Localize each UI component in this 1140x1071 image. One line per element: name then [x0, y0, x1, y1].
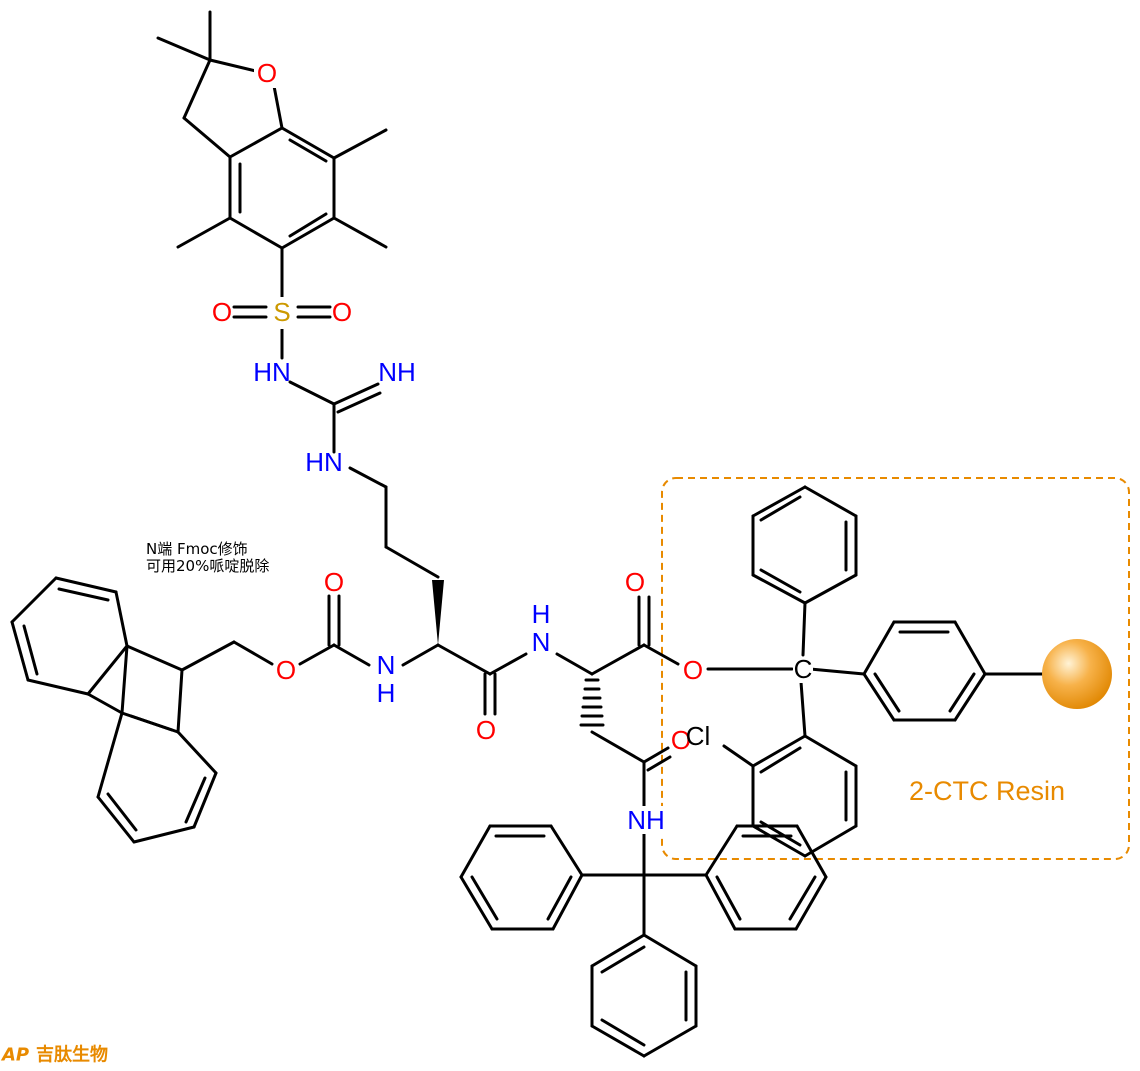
- asn-hashed-bond: [579, 678, 605, 727]
- atom-n-arg-alpha: N: [377, 650, 396, 680]
- atom-nh-imine: NH: [378, 357, 416, 387]
- trityl-group: [459, 824, 828, 1058]
- atom-o-side-amide: O: [671, 725, 691, 755]
- fmoc-annotation: N端 Fmoc修饰 可用20%哌啶脱除: [146, 541, 269, 575]
- atom-o-carbamate-ester: O: [276, 655, 296, 685]
- fmoc-annotation-line1: N端 Fmoc修饰: [146, 540, 248, 558]
- atom-nh-side-amide: NH: [627, 805, 665, 835]
- atom-o-arg-carbonyl: O: [476, 715, 496, 745]
- fluorene-group: [10, 576, 218, 844]
- atom-o-furan: O: [257, 58, 277, 88]
- resin-highlight-box: [661, 477, 1130, 860]
- atom-s-sulfonyl: S: [273, 297, 290, 327]
- resin-bead-icon: [1042, 639, 1112, 709]
- atom-hn-sulfonamide: HN: [253, 357, 291, 387]
- arginine-backbone: [384, 485, 528, 716]
- asparagine-residue: [555, 595, 680, 877]
- atom-labels: O S O O HN NH HN O O N H O H N O O O NH …: [212, 58, 813, 835]
- sulfonyl-guanidine: [232, 305, 388, 489]
- atom-o-sulfonyl-right: O: [332, 297, 352, 327]
- fmoc-annotation-line2: 可用20%哌啶脱除: [146, 557, 270, 575]
- atom-h-arg-alpha: H: [377, 678, 396, 708]
- atom-o-asn-carbonyl: O: [625, 567, 645, 597]
- brand-name: 吉肽生物: [36, 1044, 108, 1066]
- atom-c-trityl-center: C: [794, 654, 813, 684]
- atom-cl: Cl: [686, 721, 711, 751]
- atom-hn-guanidine: HN: [305, 447, 343, 477]
- atom-n-asn-alpha: N: [532, 627, 551, 657]
- atom-o-sulfonyl-left: O: [212, 297, 232, 327]
- atom-o-ester-linker: O: [683, 655, 703, 685]
- brand-logo: AP: [0, 1045, 29, 1066]
- fmoc-carbamate: [180, 594, 371, 672]
- pbf-group: [156, 10, 388, 300]
- resin-label: 2-CTC Resin: [909, 776, 1065, 806]
- arg-wedge-bond: [432, 580, 444, 645]
- atom-o-carbamate-carbonyl: O: [324, 567, 344, 597]
- chlorotrityl-linker: [706, 485, 1048, 858]
- atom-h-asn-alpha: H: [532, 599, 551, 629]
